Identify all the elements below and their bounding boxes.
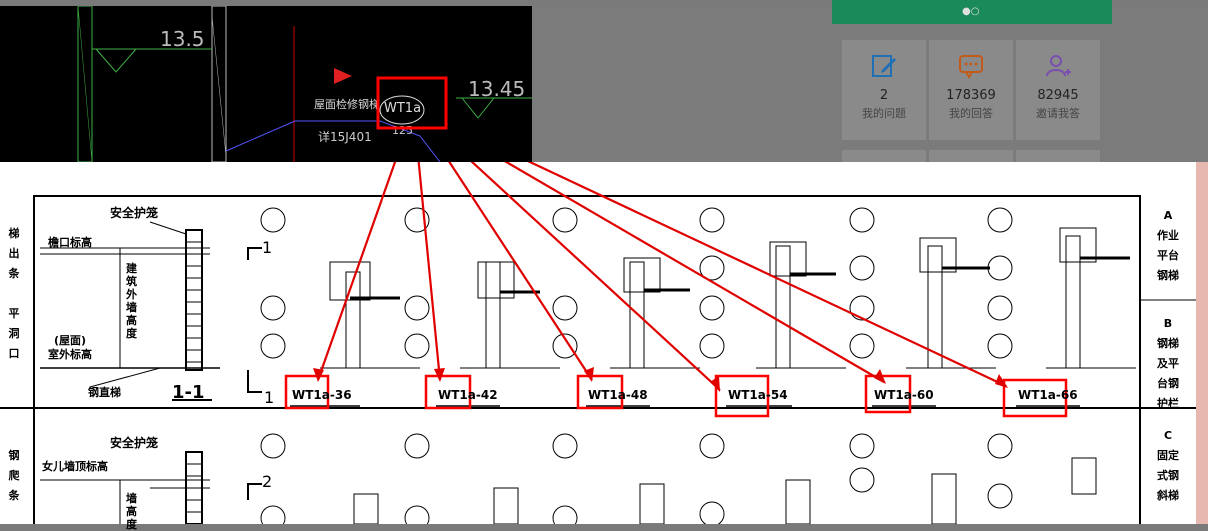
stat-card-placeholder <box>842 150 926 162</box>
cage-label-2: 安全护笼 <box>110 436 159 450</box>
chat-icon <box>959 55 983 79</box>
section-mark: 2 <box>262 472 273 491</box>
outdoor-label: 室外标高 <box>48 348 92 361</box>
ref-text: 详15J401 <box>318 129 372 144</box>
standard-drawing: 梯出条平洞口 钢爬条 安全护笼 檐口标高 (屋面) 室外标高 钢直梯 建筑外墙高… <box>0 162 1208 531</box>
cad-highlight-box <box>376 76 448 130</box>
carousel-dots[interactable]: ●○ <box>962 6 980 17</box>
add-user-icon <box>1046 55 1071 77</box>
ladder-label: 钢直梯 <box>88 386 121 399</box>
ladder-code: WT1a-54 <box>728 388 788 402</box>
stat-my-answers[interactable]: 178369 我的回答 <box>929 40 1013 140</box>
flag-icon <box>334 68 352 84</box>
promo-banner[interactable] <box>832 0 1112 24</box>
elev-right: 13.45 <box>468 77 525 101</box>
stat-card-placeholder <box>1016 150 1100 162</box>
ladder-code: WT1a-66 <box>1018 388 1078 402</box>
section-label: 1-1 <box>172 382 205 403</box>
cad-drawing: 13.5 屋面检修钢梯 WT1a 详15J401 125 13.45 <box>77 6 532 162</box>
roof-label: (屋面) <box>54 334 87 347</box>
cad-screenshot: 13.5 屋面检修钢梯 WT1a 详15J401 125 13.45 <box>0 6 532 162</box>
section-mark: 1 <box>264 388 275 407</box>
ladder-code: WT1a-48 <box>588 388 648 402</box>
ladder-code: WT1a-36 <box>292 388 352 402</box>
cornice-label: 檐口标高 <box>48 236 92 249</box>
stat-number: 2 <box>879 88 889 103</box>
stat-number: 178369 <box>946 88 996 103</box>
stat-invited[interactable]: 82945 邀请我答 <box>1016 40 1100 140</box>
section-mark: 1 <box>262 238 273 257</box>
ladder-label: 屋面检修钢梯 <box>314 97 380 111</box>
stat-label: 我的问题 <box>862 107 906 120</box>
left-col-text: 梯出条平洞口 <box>8 227 20 360</box>
stat-label: 邀请我答 <box>1036 107 1080 120</box>
ladder-code: WT1a-42 <box>438 388 498 402</box>
page-edge <box>1196 162 1208 524</box>
elev-left: 13.5 <box>160 27 205 51</box>
stat-my-questions[interactable]: 2 我的问题 <box>842 40 926 140</box>
edit-icon <box>872 55 896 77</box>
stat-number: 82945 <box>1037 88 1079 103</box>
cage-label: 安全护笼 <box>110 206 159 220</box>
left-col2-text: 钢爬条 <box>8 449 20 502</box>
height-label: 建筑外墙高度 <box>126 262 137 340</box>
stat-card-placeholder <box>929 150 1013 162</box>
parapet-label: 女儿墙顶标高 <box>42 460 108 473</box>
sub-code: 125 <box>392 124 413 137</box>
ladder-drawing <box>0 162 1196 524</box>
ladder-code: WT1a <box>384 101 421 116</box>
ladder-code: WT1a-60 <box>874 388 934 402</box>
stat-label: 我的回答 <box>949 107 993 120</box>
height-label-2: 墙高度 <box>126 492 137 531</box>
